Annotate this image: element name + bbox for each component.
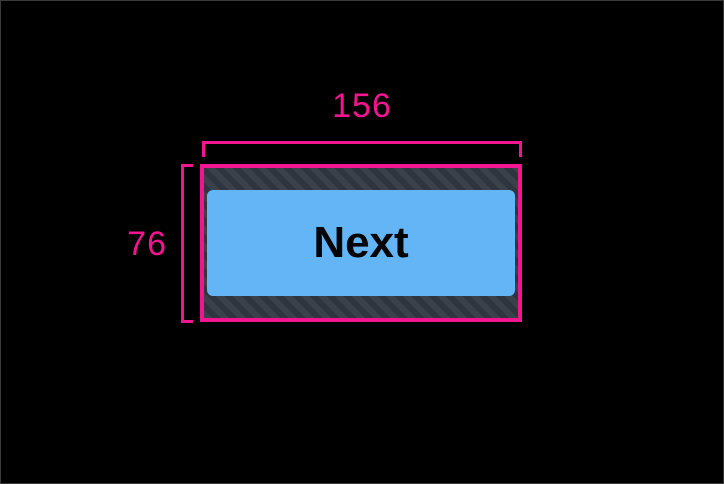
measured-element-outline: Next [200,164,522,322]
width-dimension-label: 156 [332,87,392,125]
next-button[interactable]: Next [207,190,515,296]
element-padding-hatch: Next [204,168,518,318]
next-button-label: Next [313,218,409,267]
padding-band-bottom [204,296,518,318]
width-dimension-bracket [202,141,522,157]
height-dimension-label: 76 [127,224,167,263]
height-dimension-bracket [181,164,193,323]
padding-band-top [204,168,518,190]
